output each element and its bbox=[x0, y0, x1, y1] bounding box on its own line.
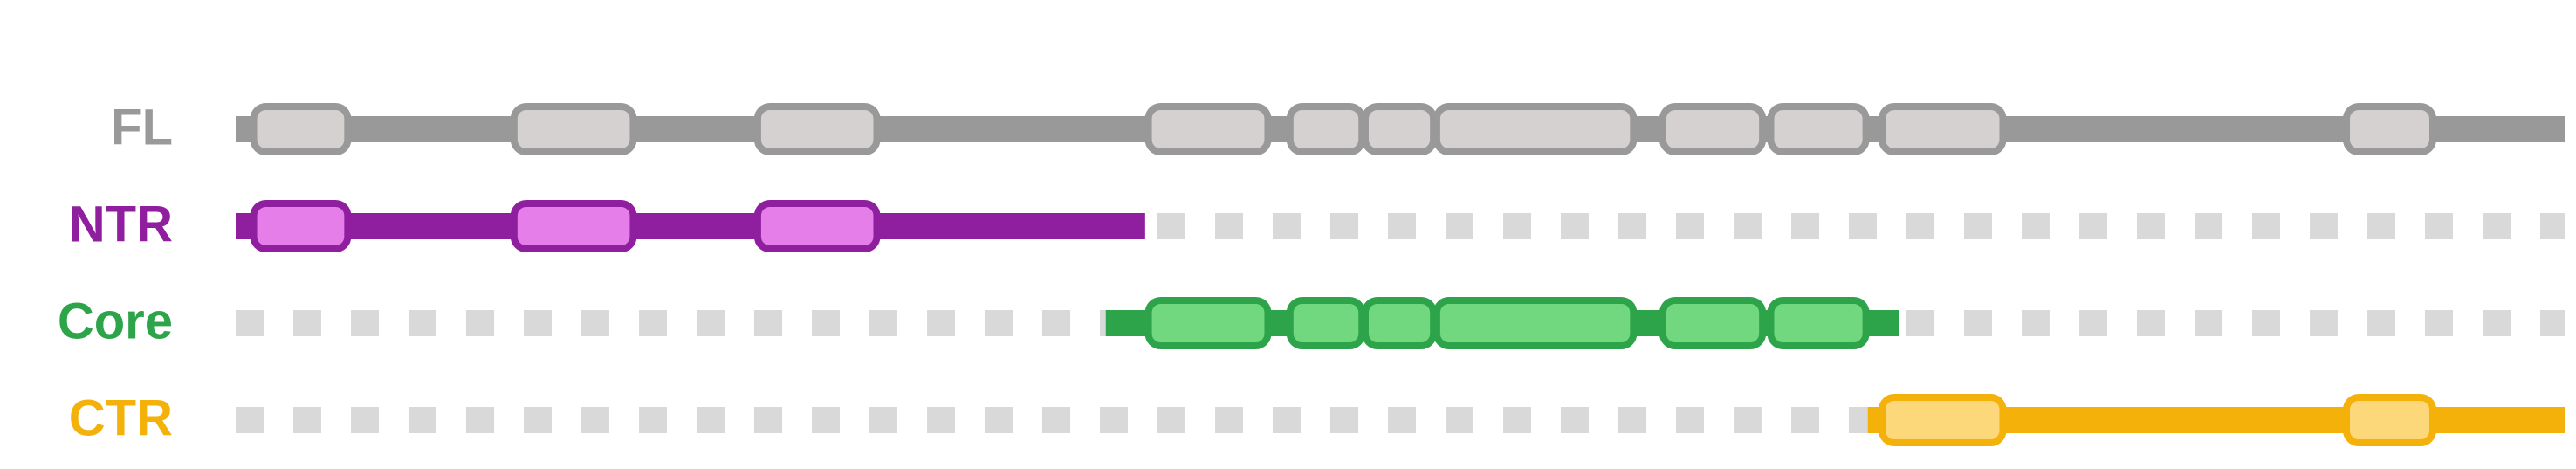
domain-box bbox=[1879, 394, 2007, 446]
domain-box bbox=[1659, 103, 1767, 155]
track-label-core: Core bbox=[58, 293, 173, 349]
track-label-fl: FL bbox=[111, 99, 173, 155]
track-fl: FL bbox=[111, 99, 2565, 155]
domain-box bbox=[1879, 103, 2007, 155]
domain-box bbox=[1286, 103, 1366, 155]
track-ctr: CTR bbox=[69, 390, 2565, 446]
domain-box bbox=[1144, 297, 1272, 349]
domain-box bbox=[1361, 103, 1438, 155]
domain-box bbox=[753, 200, 881, 252]
domain-box bbox=[1144, 103, 1272, 155]
domain-box bbox=[1432, 297, 1638, 349]
track-core: Core bbox=[58, 293, 2565, 349]
domain-box bbox=[1286, 297, 1366, 349]
domain-box bbox=[753, 103, 881, 155]
domain-box bbox=[1767, 297, 1870, 349]
domain-box bbox=[250, 103, 352, 155]
track-label-ntr: NTR bbox=[69, 196, 173, 252]
domain-box bbox=[2343, 103, 2436, 155]
domain-box bbox=[1767, 103, 1870, 155]
track-solid-line-ntr bbox=[236, 213, 1145, 239]
domain-box bbox=[510, 200, 637, 252]
domain-box bbox=[1659, 297, 1767, 349]
domain-box bbox=[1361, 297, 1438, 349]
domain-box bbox=[1432, 103, 1638, 155]
domain-box bbox=[250, 200, 352, 252]
track-ntr: NTR bbox=[69, 196, 2565, 252]
domain-box bbox=[2343, 394, 2436, 446]
domain-box bbox=[510, 103, 637, 155]
track-label-ctr: CTR bbox=[69, 390, 173, 446]
